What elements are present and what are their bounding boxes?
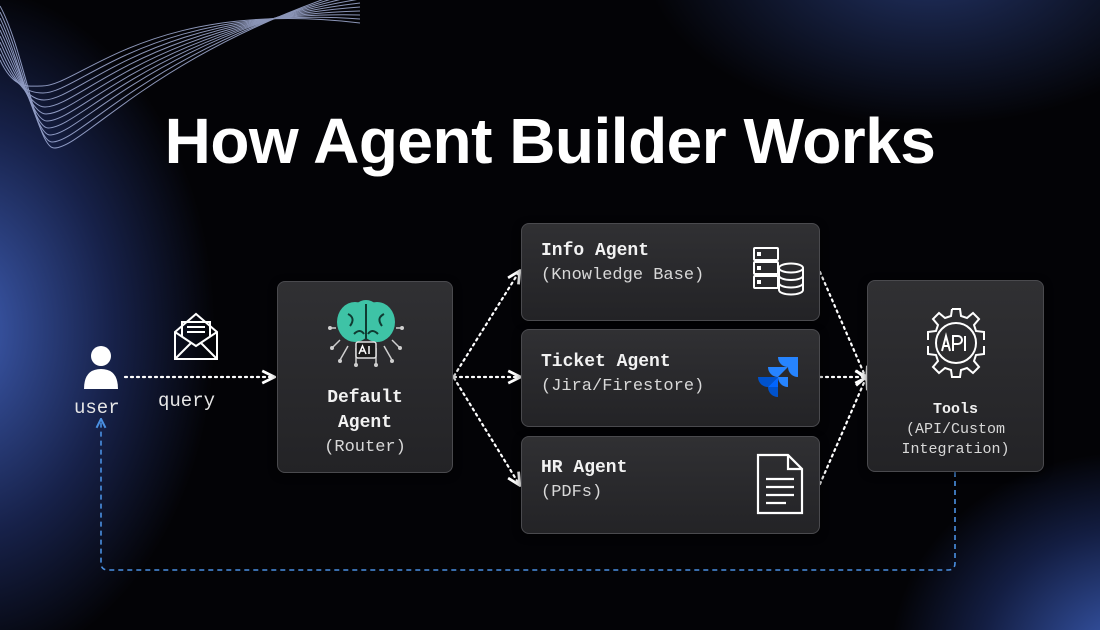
ticket-agent-card: Ticket Agent (Jira/Firestore) (521, 329, 820, 427)
ticket-agent-subtitle: (Jira/Firestore) (541, 377, 705, 396)
router-to-hr-arrow (452, 376, 519, 484)
envelope-icon (174, 312, 218, 360)
router-to-info-arrow (452, 272, 519, 378)
tools-subtitle-line2: Integration) (901, 441, 1010, 458)
info-agent-title: Info Agent (541, 241, 650, 261)
hr-to-tools-arrow (818, 378, 866, 486)
query-label: query (158, 390, 216, 412)
page-title: How Agent Builder Works (164, 105, 936, 177)
hr-agent-subtitle: (PDFs) (541, 483, 603, 502)
tools-card: Tools (API/Custom Integration) (867, 280, 1044, 472)
database-server-icon (753, 247, 804, 296)
ticket-agent-title: Ticket Agent (541, 352, 671, 372)
router-agent-card: Default Agent (Router) (277, 281, 453, 473)
api-gear-icon (927, 308, 985, 378)
tools-to-user-return-line (101, 420, 956, 571)
user-icon (84, 346, 118, 389)
ai-brain-icon (328, 300, 404, 367)
hr-agent-title: HR Agent (541, 458, 628, 478)
info-agent-card: Info Agent (Knowledge Base) (521, 223, 820, 321)
tools-title: Tools (932, 401, 978, 418)
router-title-line1: Default (327, 388, 403, 408)
hr-agent-card: HR Agent (PDFs) (521, 436, 820, 534)
document-icon (756, 453, 804, 515)
router-subtitle: (Router) (324, 438, 406, 457)
router-title-line2: Agent (337, 413, 392, 433)
tools-subtitle-line1: (API/Custom (905, 421, 1006, 438)
jira-icon (758, 357, 798, 397)
decorative-wave-lines (0, 0, 361, 149)
user-label: user (74, 397, 120, 419)
info-agent-subtitle: (Knowledge Base) (541, 266, 705, 285)
info-to-tools-arrow (818, 270, 866, 378)
